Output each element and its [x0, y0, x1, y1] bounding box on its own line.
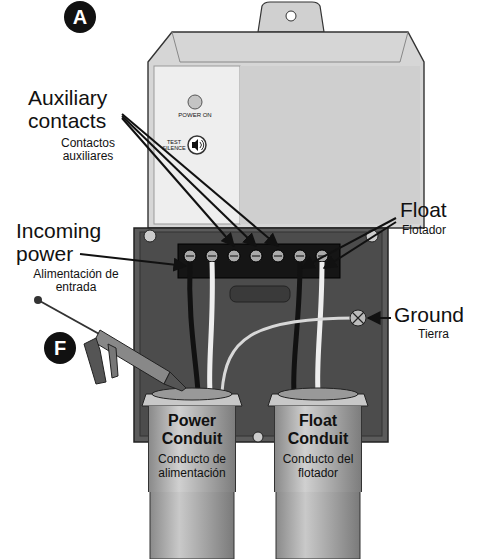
power-wire-white — [210, 262, 213, 392]
speaker-icon — [192, 139, 198, 151]
ground-screw — [350, 310, 366, 326]
power-led — [188, 95, 202, 109]
callout-letter: A — [73, 7, 87, 27]
ground-screw-slot — [352, 312, 364, 324]
power-pipe — [150, 490, 234, 559]
part-label-spanish: Flotador — [402, 224, 472, 237]
caulk-gun — [34, 296, 186, 391]
panel-label: POWER ON — [170, 112, 220, 119]
sound-waves — [200, 140, 204, 150]
terminal-screw — [272, 250, 284, 262]
part-label-spanish: Contactos auxiliares — [46, 137, 130, 163]
screw-slot — [208, 255, 216, 256]
callout-circle: F — [44, 332, 76, 364]
terminal-screws — [184, 250, 328, 262]
cover-edge — [172, 32, 408, 62]
callout-circle: A — [64, 1, 96, 33]
mounting-tab — [258, 2, 324, 32]
screw-slot — [186, 255, 194, 256]
conduit-label: Power ConduitConducto de alimentación — [148, 406, 236, 492]
part-label: Ground — [394, 303, 478, 326]
terminal-screw — [294, 250, 306, 262]
part-label-spanish: Alimentación de entrada — [26, 268, 126, 294]
callout-letter: F — [54, 338, 66, 358]
ground-wire — [222, 318, 356, 392]
front-panel — [154, 66, 240, 224]
float-wire-black — [294, 262, 300, 392]
test-button — [188, 136, 206, 154]
screw-slot — [296, 255, 304, 256]
power-fitting — [152, 388, 232, 400]
terminal-screw — [228, 250, 240, 262]
mounting-hole — [286, 11, 296, 21]
conduit-name: Float Conduit — [277, 412, 359, 447]
leader-lines — [80, 114, 396, 318]
screw-slot — [274, 255, 282, 256]
screw-slot — [230, 255, 238, 256]
screw-slot — [252, 255, 260, 256]
float-fitting — [278, 388, 358, 400]
conduit-name: Power Conduit — [151, 412, 233, 447]
terminal-screw — [250, 250, 262, 262]
cover-screw — [144, 230, 156, 242]
float-pipe — [276, 490, 360, 559]
cover-side — [240, 66, 420, 224]
part-label-spanish: Tierra — [418, 328, 474, 341]
part-label: Auxiliary contacts — [28, 86, 158, 132]
power-wire-black — [190, 262, 198, 392]
part-label: Float — [400, 198, 470, 221]
part-label: Incoming power — [16, 219, 141, 265]
box-screw — [253, 432, 263, 442]
conduit-label: Float ConduitConducto del flotador — [274, 406, 362, 492]
panel-label: TEST SILENCE — [161, 139, 187, 151]
conduit-name-spanish: Conducto de alimentación — [151, 453, 233, 481]
terminal-screw — [184, 250, 196, 262]
bracket — [230, 286, 290, 302]
cover — [148, 32, 424, 228]
conduit-name-spanish: Conducto del flotador — [277, 453, 359, 481]
terminal-screw — [206, 250, 218, 262]
float-wire-white — [318, 262, 322, 392]
